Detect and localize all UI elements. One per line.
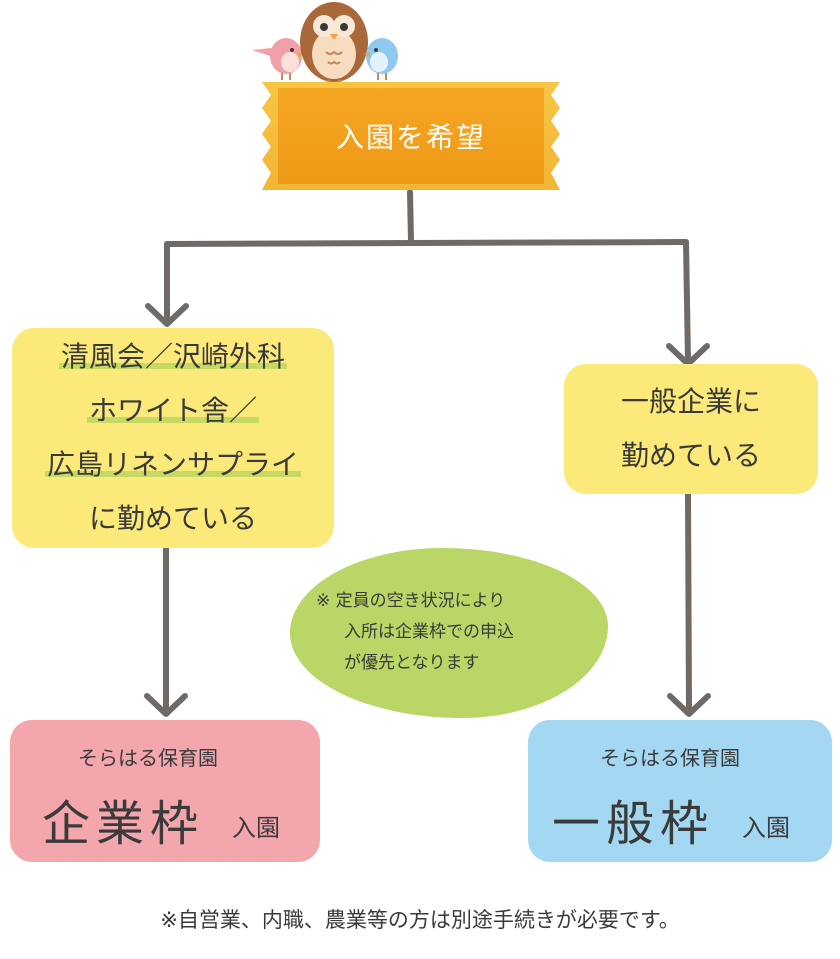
arrow-trunk [407, 189, 414, 245]
left-condition-line-3: 広島リネンサプライ [44, 448, 301, 481]
company-slot-box [10, 720, 320, 862]
left-condition-box: 清風会／沢崎外科 ホワイト舎／ 広島リネンサプライ に勤めている [12, 328, 334, 548]
note-line-1: ※ 定員の空き状況により [316, 591, 506, 611]
start-node: 入園を希望 [278, 88, 544, 184]
blue-bird-icon [364, 38, 398, 80]
general-slot-school: そらはる保育園 [600, 746, 740, 770]
arrowhead-right-bottom [667, 693, 711, 717]
note-line-3: が優先となります [344, 653, 480, 673]
arrowhead-left-top [145, 303, 189, 327]
company-slot-title: 企業枠 [42, 796, 205, 852]
start-label: 入園を希望 [335, 121, 486, 154]
note-line-2: 入所は企業枠での申込 [344, 622, 514, 642]
right-condition-box: 一般企業に 勤めている [564, 364, 818, 494]
right-condition-line-2: 勤めている [620, 439, 761, 472]
left-condition-line-2: ホワイト舎／ [86, 394, 259, 427]
general-slot-title: 一般枠 [552, 796, 715, 852]
arrowhead-left-bottom [144, 693, 188, 717]
general-slot-box [528, 720, 832, 862]
arrow-branch [164, 239, 689, 247]
note-bubble [290, 548, 608, 718]
arrow-right-down [683, 239, 691, 365]
company-slot-school: そらはる保育園 [78, 746, 218, 770]
note-text: ※ 定員の空き状況により 入所は企業枠での申込 が優先となります [316, 586, 596, 679]
left-condition-line-4: に勤めている [88, 502, 257, 535]
company-slot-suffix: 入園 [232, 814, 280, 842]
left-condition-line-1: 清風会／沢崎外科 [58, 340, 287, 373]
arrow-right-result [685, 491, 692, 715]
pink-bird-icon [252, 38, 304, 80]
mascots [252, 2, 398, 86]
right-condition-line-1: 一般企業に [620, 385, 761, 418]
footnote: ※自営業、内職、農業等の方は別途手続きが必要です。 [160, 908, 680, 932]
general-slot-suffix: 入園 [742, 814, 790, 842]
owl-icon [300, 2, 368, 86]
